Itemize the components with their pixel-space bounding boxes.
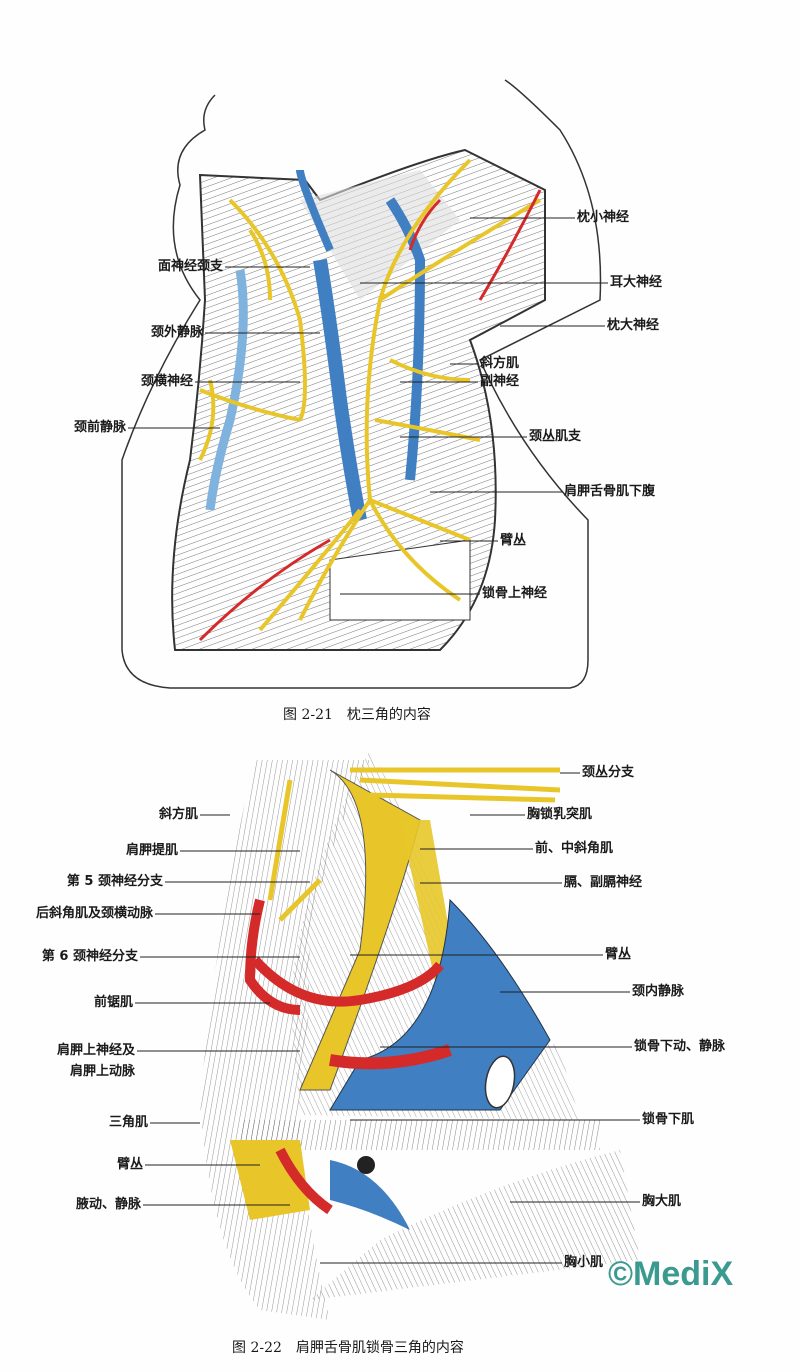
anatomy-label: 颈前静脉	[73, 420, 126, 435]
anatomy-label: 肩胛上动脉	[69, 1064, 135, 1079]
figure1-caption: 图 2-21 枕三角的内容	[283, 707, 431, 723]
anatomy-label: 斜方肌	[480, 356, 520, 371]
anatomy-label: 前、中斜角肌	[535, 841, 614, 856]
figure2-drawing	[200, 750, 640, 1320]
anatomy-label: 锁骨下肌	[642, 1112, 695, 1127]
medix-watermark: ©MediX	[608, 1255, 734, 1293]
anatomy-label: 胸小肌	[564, 1255, 604, 1270]
anatomy-label: 肩胛提肌	[125, 843, 178, 858]
anatomy-label: 颈丛分支	[582, 765, 635, 780]
figure1-drawing	[121, 79, 602, 689]
anatomy-label: 面神经颈支	[157, 259, 223, 274]
anatomy-label: 后斜角肌及颈横动脉	[35, 906, 153, 921]
anatomy-label: 前锯肌	[93, 995, 133, 1010]
figure2-caption: 图 2-22 肩胛舌骨肌锁骨三角的内容	[232, 1340, 464, 1356]
leader-lines	[128, 217, 640, 1264]
anatomy-label: 锁骨下动、静脉	[634, 1039, 726, 1054]
anatomy-label: 肩胛舌骨肌下腹	[564, 484, 656, 499]
anatomy-label: 胸大肌	[642, 1194, 682, 1209]
anatomy-label: 耳大神经	[610, 275, 663, 290]
anatomy-label: 锁骨上神经	[482, 586, 548, 601]
anatomy-label: 第 5 颈神经分支	[66, 874, 163, 889]
anatomy-label: 副神经	[480, 374, 520, 389]
anatomy-label: 臂丛	[116, 1157, 143, 1172]
anatomy-label: 肩胛上神经及	[56, 1043, 135, 1058]
anatomy-label: 颈外静脉	[150, 325, 203, 340]
anatomy-label: 斜方肌	[158, 807, 198, 822]
anatomy-label: 颈内静脉	[632, 984, 685, 999]
anatomy-label: 三角肌	[108, 1115, 148, 1130]
anatomy-label: 颈横神经	[140, 374, 193, 389]
anatomy-label: 第 6 颈神经分支	[41, 949, 138, 964]
anatomy-label: 膈、副膈神经	[564, 875, 643, 890]
anatomy-label: 枕大神经	[607, 318, 660, 333]
anatomy-label: 枕小神经	[577, 210, 630, 225]
anatomy-label: 臂丛	[605, 947, 632, 962]
anatomy-label: 臂丛	[500, 533, 527, 548]
anatomy-label: 胸锁乳突肌	[527, 807, 593, 822]
anatomy-label: 腋动、静脉	[75, 1197, 141, 1212]
anatomy-label: 颈丛肌支	[529, 429, 582, 444]
